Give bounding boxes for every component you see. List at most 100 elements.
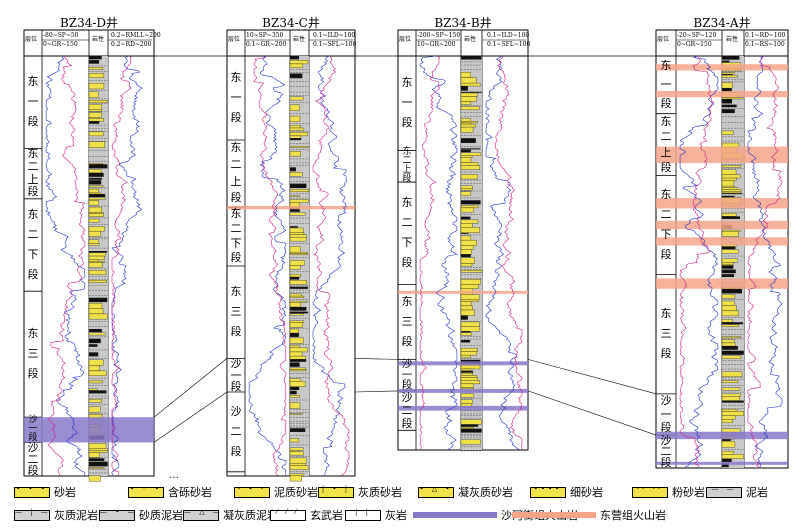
- sand-bed: [460, 174, 478, 180]
- sand-bed: [88, 213, 104, 217]
- sha-volcanic-band: [656, 431, 788, 440]
- sand-bed: [460, 399, 473, 405]
- sand-bed: [721, 454, 744, 459]
- dark-bed: [722, 288, 742, 294]
- legend-swatch-gravel: • ◦ •: [128, 485, 164, 498]
- curve-header-resist-2: 0.1~SFL~100: [487, 41, 531, 48]
- sand-bed: [88, 131, 104, 137]
- legend-swatch-mud: — —: [706, 485, 742, 498]
- legend-swatch-silt: ·· ··: [632, 485, 668, 498]
- sand-bed: [721, 428, 741, 433]
- dark-bed: [89, 60, 100, 64]
- layer-label: 东一段: [230, 71, 242, 124]
- sand-bed: [289, 347, 308, 353]
- sha1-correlation-line: [527, 359, 657, 395]
- sand-bed: [88, 270, 107, 275]
- sand-bed: [88, 163, 103, 165]
- sand-bed: [460, 92, 478, 97]
- legend-item: — | —灰质泥岩: [14, 508, 98, 522]
- dark-bed: [290, 183, 307, 189]
- sand-bed: [88, 313, 108, 320]
- sand-bed: [460, 96, 477, 102]
- dong-volcanic-band: [656, 198, 788, 209]
- sand-bed: [289, 293, 302, 297]
- sand-bed: [721, 339, 735, 344]
- layer-label: 沙一段: [28, 415, 38, 444]
- sand-bed: [721, 294, 736, 299]
- well-log-graphic: [397, 29, 529, 452]
- sand-bed: [289, 395, 300, 398]
- legend-pattern: | |: [355, 507, 371, 516]
- layer-label: 东三段: [401, 294, 413, 348]
- col-layer-header: 层位: [228, 36, 241, 43]
- legend-label: 东营组火山岩: [600, 509, 666, 522]
- dark-bed: [722, 346, 738, 350]
- sand-bed: [721, 82, 733, 89]
- sha-volcanic-band: [398, 405, 528, 411]
- sand-bed: [721, 229, 741, 232]
- sand-bed: [460, 347, 478, 352]
- dark-bed: [461, 370, 474, 373]
- sand-bed: [289, 172, 303, 177]
- curve-header-gr: 0~GR~150: [43, 41, 78, 48]
- sand-bed: [88, 279, 107, 283]
- sand-bed: [721, 441, 736, 448]
- col-litho-header: 岩性: [464, 36, 477, 43]
- sand-bed: [289, 127, 305, 131]
- dark-bed: [722, 99, 732, 104]
- sand-bed: [88, 380, 103, 384]
- curve-header-resist-1: 0.2~RMLL~200: [111, 32, 161, 39]
- sand-bed: [88, 104, 102, 110]
- sand-bed: [88, 192, 102, 195]
- dong-volcanic-band: [656, 278, 788, 289]
- sand-bed: [289, 381, 306, 387]
- log-curve: [312, 55, 348, 476]
- dark-bed: [290, 286, 308, 289]
- dark-bed: [461, 200, 481, 205]
- sand-bed: [289, 63, 303, 68]
- legend-item: | |灰岩: [345, 508, 407, 522]
- sand-bed: [289, 251, 308, 254]
- legend-item: • △ •凝灰质砂岩: [418, 485, 513, 499]
- dark-bed: [89, 297, 108, 303]
- sand-bed: [88, 226, 105, 232]
- sand-bed: [721, 393, 741, 397]
- curve-header-sp: -80~SP~50: [43, 32, 79, 39]
- sand-bed: [88, 112, 102, 118]
- sand-bed: [289, 132, 308, 137]
- sand-bed: [721, 177, 737, 181]
- sand-bed: [88, 100, 108, 103]
- sha-volcanic-band: [398, 388, 528, 393]
- layer-label: 东二上段: [27, 147, 39, 199]
- dark-bed: [290, 207, 300, 212]
- dark-bed: [722, 216, 740, 219]
- sand-bed: [460, 383, 474, 388]
- curve-header-resist-1: 0.1~RD~100: [745, 32, 786, 39]
- sand-bed: [460, 427, 474, 429]
- well-panel-c: BZ34-C井 层位 10~SP~350 0.1~GR~200 岩性 0.1~I…: [226, 14, 356, 482]
- dark-bed: [89, 164, 108, 169]
- sand-bed: [88, 239, 99, 244]
- sand-bed: [721, 169, 737, 176]
- dark-bed: [722, 439, 731, 441]
- log-curve: [419, 55, 441, 450]
- sand-bed: [289, 457, 307, 464]
- dark-bed: [89, 177, 102, 180]
- dark-bed: [89, 194, 106, 198]
- curve-header-resist-2: 0.2~RD~200: [111, 41, 152, 48]
- sha-volcanic-band: [24, 417, 154, 443]
- sand-bed: [289, 253, 308, 255]
- col-litho-header: 岩性: [293, 36, 306, 43]
- sand-bed: [460, 223, 473, 228]
- dark-bed: [722, 104, 737, 108]
- legend-label: 灰质泥岩: [54, 509, 98, 522]
- legend-pattern: — | —: [15, 507, 51, 516]
- sand-bed: [460, 299, 479, 302]
- dark-bed: [722, 265, 734, 269]
- log-curve: [111, 55, 132, 476]
- sand-bed: [460, 270, 483, 273]
- sand-bed: [289, 195, 300, 197]
- sand-bed: [88, 303, 103, 309]
- layer-label: 东一段: [660, 59, 672, 111]
- dark-bed: [290, 276, 300, 280]
